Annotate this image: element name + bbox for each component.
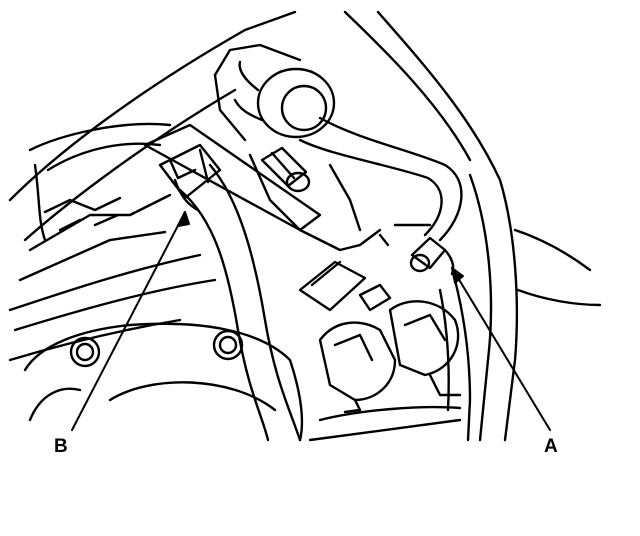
evap-hose [298, 116, 463, 242]
hose-clamp-b [158, 143, 222, 212]
electrical-connectors [298, 260, 462, 442]
hose-connector-a [409, 236, 455, 276]
callout-leaders [71, 211, 551, 431]
wire-harness [438, 278, 472, 442]
mounting-bracket [143, 43, 432, 252]
vacuum-nipple-fitting [260, 146, 311, 193]
engine-cover-outline [8, 10, 602, 442]
vacuum-hose-b [178, 163, 302, 442]
purge-valve [233, 60, 336, 139]
cylinder-head-plate [23, 322, 304, 442]
callout-label-b: B [54, 436, 68, 457]
callout-label-a: A [544, 436, 558, 457]
